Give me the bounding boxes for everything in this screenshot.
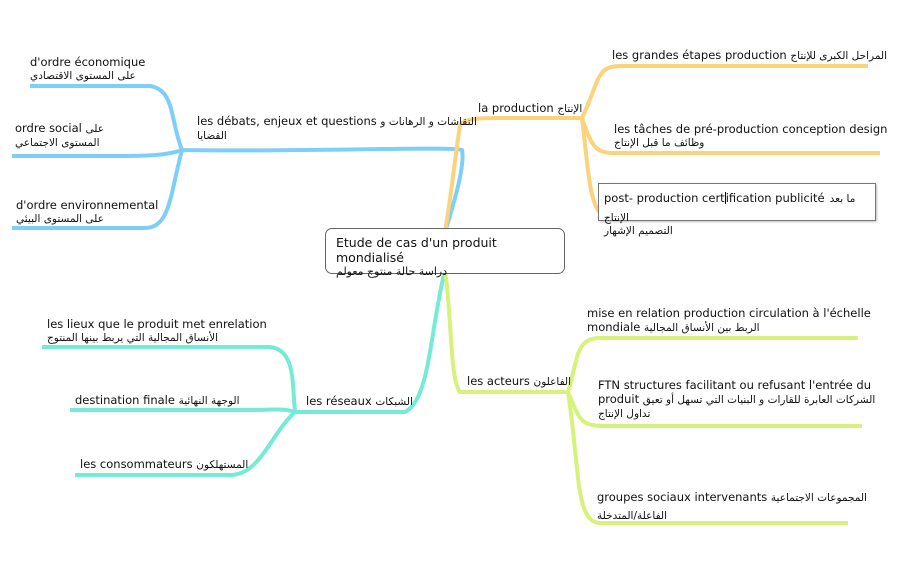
- subtopic-mise-en-relation[interactable]: mise en relation production circulation …: [587, 306, 871, 335]
- connector-production-main: [443, 116, 582, 233]
- connector-debats-main: [181, 146, 465, 233]
- topic-reseaux-fr: les réseaux: [306, 394, 372, 408]
- topic-acteurs-ar: الفاعلون: [533, 376, 572, 388]
- topic-production[interactable]: la production الإنتاج: [478, 101, 582, 116]
- topic-acteurs[interactable]: les acteurs الفاعلون: [467, 374, 571, 389]
- central-topic[interactable]: Etude de cas d'un produit mondialisé درا…: [325, 228, 565, 278]
- connector-acteurs-mise: [566, 336, 858, 393]
- connector-reseaux-lieux: [42, 345, 297, 413]
- topic-debats-ar-1: النقاشات و الرهانات و: [380, 116, 477, 128]
- subtopic-economique-ar: على المستوى الاقتصادي: [30, 70, 136, 82]
- subtopic-social-ar-2: المستوى الاجتماعي: [15, 137, 100, 149]
- subtopic-ftn-ar-1: الشركات العابرة للقارات و البنيات التي ت…: [642, 394, 876, 406]
- subtopic-mise-fr-2: mondiale: [587, 320, 641, 334]
- connector-debats-economique: [30, 84, 184, 151]
- subtopic-ftn-fr-2: produit: [598, 392, 640, 406]
- subtopic-social[interactable]: ordre social على المستوى الاجتماعي: [15, 121, 104, 150]
- central-topic-ar: دراسة حالة منتوج معولم: [336, 265, 448, 278]
- subtopic-post-ar-2: التصميم الإشهار: [604, 225, 673, 237]
- subtopic-mise-ar: الربط بين الأنساق المجالية: [644, 322, 760, 334]
- subtopic-groupes-ar-2: الفاعلة/المتدخلة: [597, 510, 667, 522]
- subtopic-consommateurs-ar: المستهلكون: [196, 459, 249, 471]
- connector-debats-social: [12, 148, 183, 158]
- connector-acteurs-ftn: [566, 391, 862, 428]
- subtopic-etapes[interactable]: les grandes étapes production المراحل ال…: [612, 48, 887, 63]
- subtopic-social-fr: ordre social: [15, 121, 82, 135]
- subtopic-environnemental-ar: على المستوى البيئي: [16, 213, 104, 225]
- subtopic-lieux-fr: les lieux que le produit met enrelation: [47, 317, 267, 331]
- subtopic-etapes-fr: les grandes étapes production: [612, 48, 787, 62]
- subtopic-destination[interactable]: destination finale الوجهة النهائية: [75, 393, 240, 408]
- topic-production-ar: الإنتاج: [557, 103, 583, 115]
- subtopic-economique-fr: d'ordre économique: [30, 55, 146, 69]
- subtopic-destination-ar: الوجهة النهائية: [178, 395, 240, 407]
- subtopic-consommateurs[interactable]: les consommateurs المستهلكون: [80, 457, 248, 472]
- topic-acteurs-fr: les acteurs: [467, 374, 530, 388]
- connector-production-etapes: [580, 64, 868, 119]
- connector-reseaux-destination: [70, 407, 296, 414]
- subtopic-mise-fr-1: mise en relation production circulation …: [587, 306, 871, 320]
- topic-debats-ar-2: القضايا: [197, 130, 227, 142]
- subtopic-ftn-ar-2: تداول الإنتاج: [598, 408, 651, 420]
- connector-acteurs-main: [443, 269, 568, 394]
- central-topic-fr: Etude de cas d'un produit mondialisé: [336, 235, 497, 265]
- topic-production-fr: la production: [478, 101, 554, 115]
- connector-debats-environnemental: [12, 149, 184, 230]
- subtopic-consommateurs-fr: les consommateurs: [80, 457, 193, 471]
- subtopic-taches[interactable]: les tâches de pré-production conception …: [614, 122, 887, 150]
- text-cursor: [724, 192, 726, 204]
- topic-debats[interactable]: les débats, enjeux et questions النقاشات…: [197, 114, 477, 143]
- subtopic-environnemental-fr: d'ordre environnemental: [16, 198, 159, 212]
- subtopic-taches-ar: وظائف ما قبل الإنتاج: [614, 137, 705, 149]
- subtopic-ftn[interactable]: FTN structures facilitant ou refusant l'…: [598, 378, 875, 421]
- subtopic-post-fr: post- production certification publicité: [604, 191, 825, 205]
- topic-reseaux[interactable]: les réseaux الشبكات: [306, 394, 413, 409]
- topic-debats-fr: les débats, enjeux et questions: [197, 114, 377, 128]
- connector-reseaux-main: [295, 269, 447, 414]
- subtopic-groupes-fr: groupes sociaux intervenants: [597, 490, 768, 504]
- subtopic-post-ar-1: ما بعد الإنتاج: [604, 193, 856, 224]
- subtopic-groupes[interactable]: groupes sociaux intervenants المجموعات ا…: [597, 490, 867, 523]
- connector-acteurs-groupes: [566, 391, 848, 525]
- subtopic-social-ar-1: على: [85, 123, 105, 135]
- subtopic-taches-fr: les tâches de pré-production conception …: [614, 122, 888, 136]
- subtopic-etapes-ar: المراحل الكبرى للإنتاج: [790, 50, 888, 62]
- subtopic-groupes-ar-1: المجموعات الاجتماعية: [770, 492, 867, 504]
- subtopic-economique[interactable]: d'ordre économique على المستوى الاقتصادي: [30, 55, 145, 83]
- connector-reseaux-consommateurs: [75, 410, 297, 477]
- subtopic-ftn-fr-1: FTN structures facilitant ou refusant l'…: [598, 378, 872, 392]
- subtopic-lieux[interactable]: les lieux que le produit met enrelation …: [47, 317, 267, 345]
- topic-reseaux-ar: الشبكات: [375, 396, 413, 408]
- subtopic-post-production-editing[interactable]: post- production certification publicité…: [598, 183, 876, 237]
- subtopic-environnemental[interactable]: d'ordre environnemental على المستوى البي…: [16, 198, 158, 226]
- subtopic-destination-fr: destination finale: [75, 393, 175, 407]
- subtopic-lieux-ar: الأنساق المجالية التي يربط بينها المنتوج: [47, 332, 219, 344]
